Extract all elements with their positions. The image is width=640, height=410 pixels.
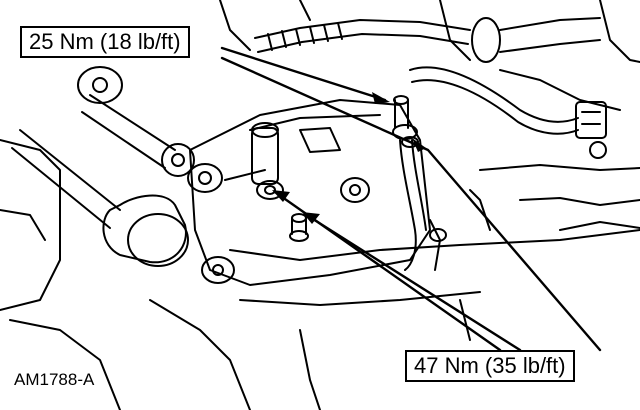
torque-callout-upper: 25 Nm (18 lb/ft) [20,26,190,58]
leader-lower-to-lower-bolt [303,212,522,352]
arrowhead-stud [372,92,390,104]
arrowhead-lower-bolt [302,212,320,224]
leader-lines [220,46,602,352]
torque-callout-lower: 47 Nm (35 lb/ft) [405,350,575,382]
leader-upper-to-clamp [220,56,602,352]
fuel-filter-assembly [11,66,195,267]
figure-id-label: AM1788-A [14,370,95,389]
arrowhead-clamp [412,138,426,152]
upper-stud-bolt [393,95,409,105]
vacuum-hose [409,66,607,159]
arrowheads [272,92,426,224]
bracket-bolt-lower [291,213,307,223]
bracket-bolt-left [256,180,284,200]
hose-clamp-bolt [401,136,419,148]
arrowhead-bracket-bolt [272,190,290,202]
leader-upper-to-stud [220,46,387,102]
mounting-bracket [187,99,431,286]
wiring-harness [254,17,601,63]
mounting-bolts [256,95,491,271]
